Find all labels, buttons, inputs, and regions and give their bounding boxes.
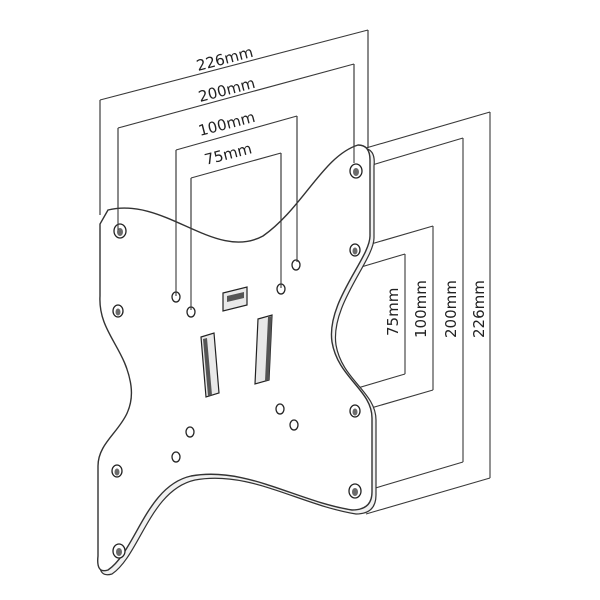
hole-bottom-right-inner (352, 488, 358, 496)
hole-top-right-inner (353, 168, 359, 176)
vertical-dimensions: 75mm 100mm 200mm 226mm (279, 111, 491, 515)
hole-mid-right-upper-inner (352, 247, 358, 255)
overlay-lines (99, 30, 369, 310)
dim-v-226 (365, 111, 491, 515)
hole-bottom-left-inner (116, 548, 122, 556)
label-v-200: 200mm (442, 280, 460, 338)
plate-face (97, 144, 373, 572)
hole-100-top-right (291, 259, 301, 271)
label-v-100: 100mm (412, 280, 430, 338)
label-v-226: 226mm (470, 280, 488, 338)
center-latch (222, 286, 248, 312)
slot-right-shade (265, 316, 272, 381)
outer-holes (111, 163, 363, 559)
inner-holes (171, 259, 301, 463)
latch-inner (227, 292, 244, 302)
slot-left (200, 332, 220, 398)
label-v-75: 75mm (384, 288, 402, 336)
label-h-100: 100mm (196, 108, 257, 140)
label-h-200: 200mm (196, 74, 257, 106)
hole-75-bottom-right (275, 403, 285, 415)
dim-v-200 (361, 137, 464, 493)
hole-mid-left-upper-inner (115, 308, 121, 316)
hole-100-bottom-right (289, 419, 299, 431)
slot-right (254, 314, 273, 385)
mounting-plate (97, 144, 377, 576)
slot-left-shade (203, 338, 212, 396)
hole-75-bottom-left (185, 426, 195, 438)
label-h-226: 226mm (194, 43, 255, 75)
hole-mid-left-lower-inner (114, 468, 120, 476)
hole-100-bottom-left (171, 451, 181, 463)
hole-mid-right-lower-inner (352, 408, 358, 416)
label-h-75: 75mm (202, 139, 253, 169)
